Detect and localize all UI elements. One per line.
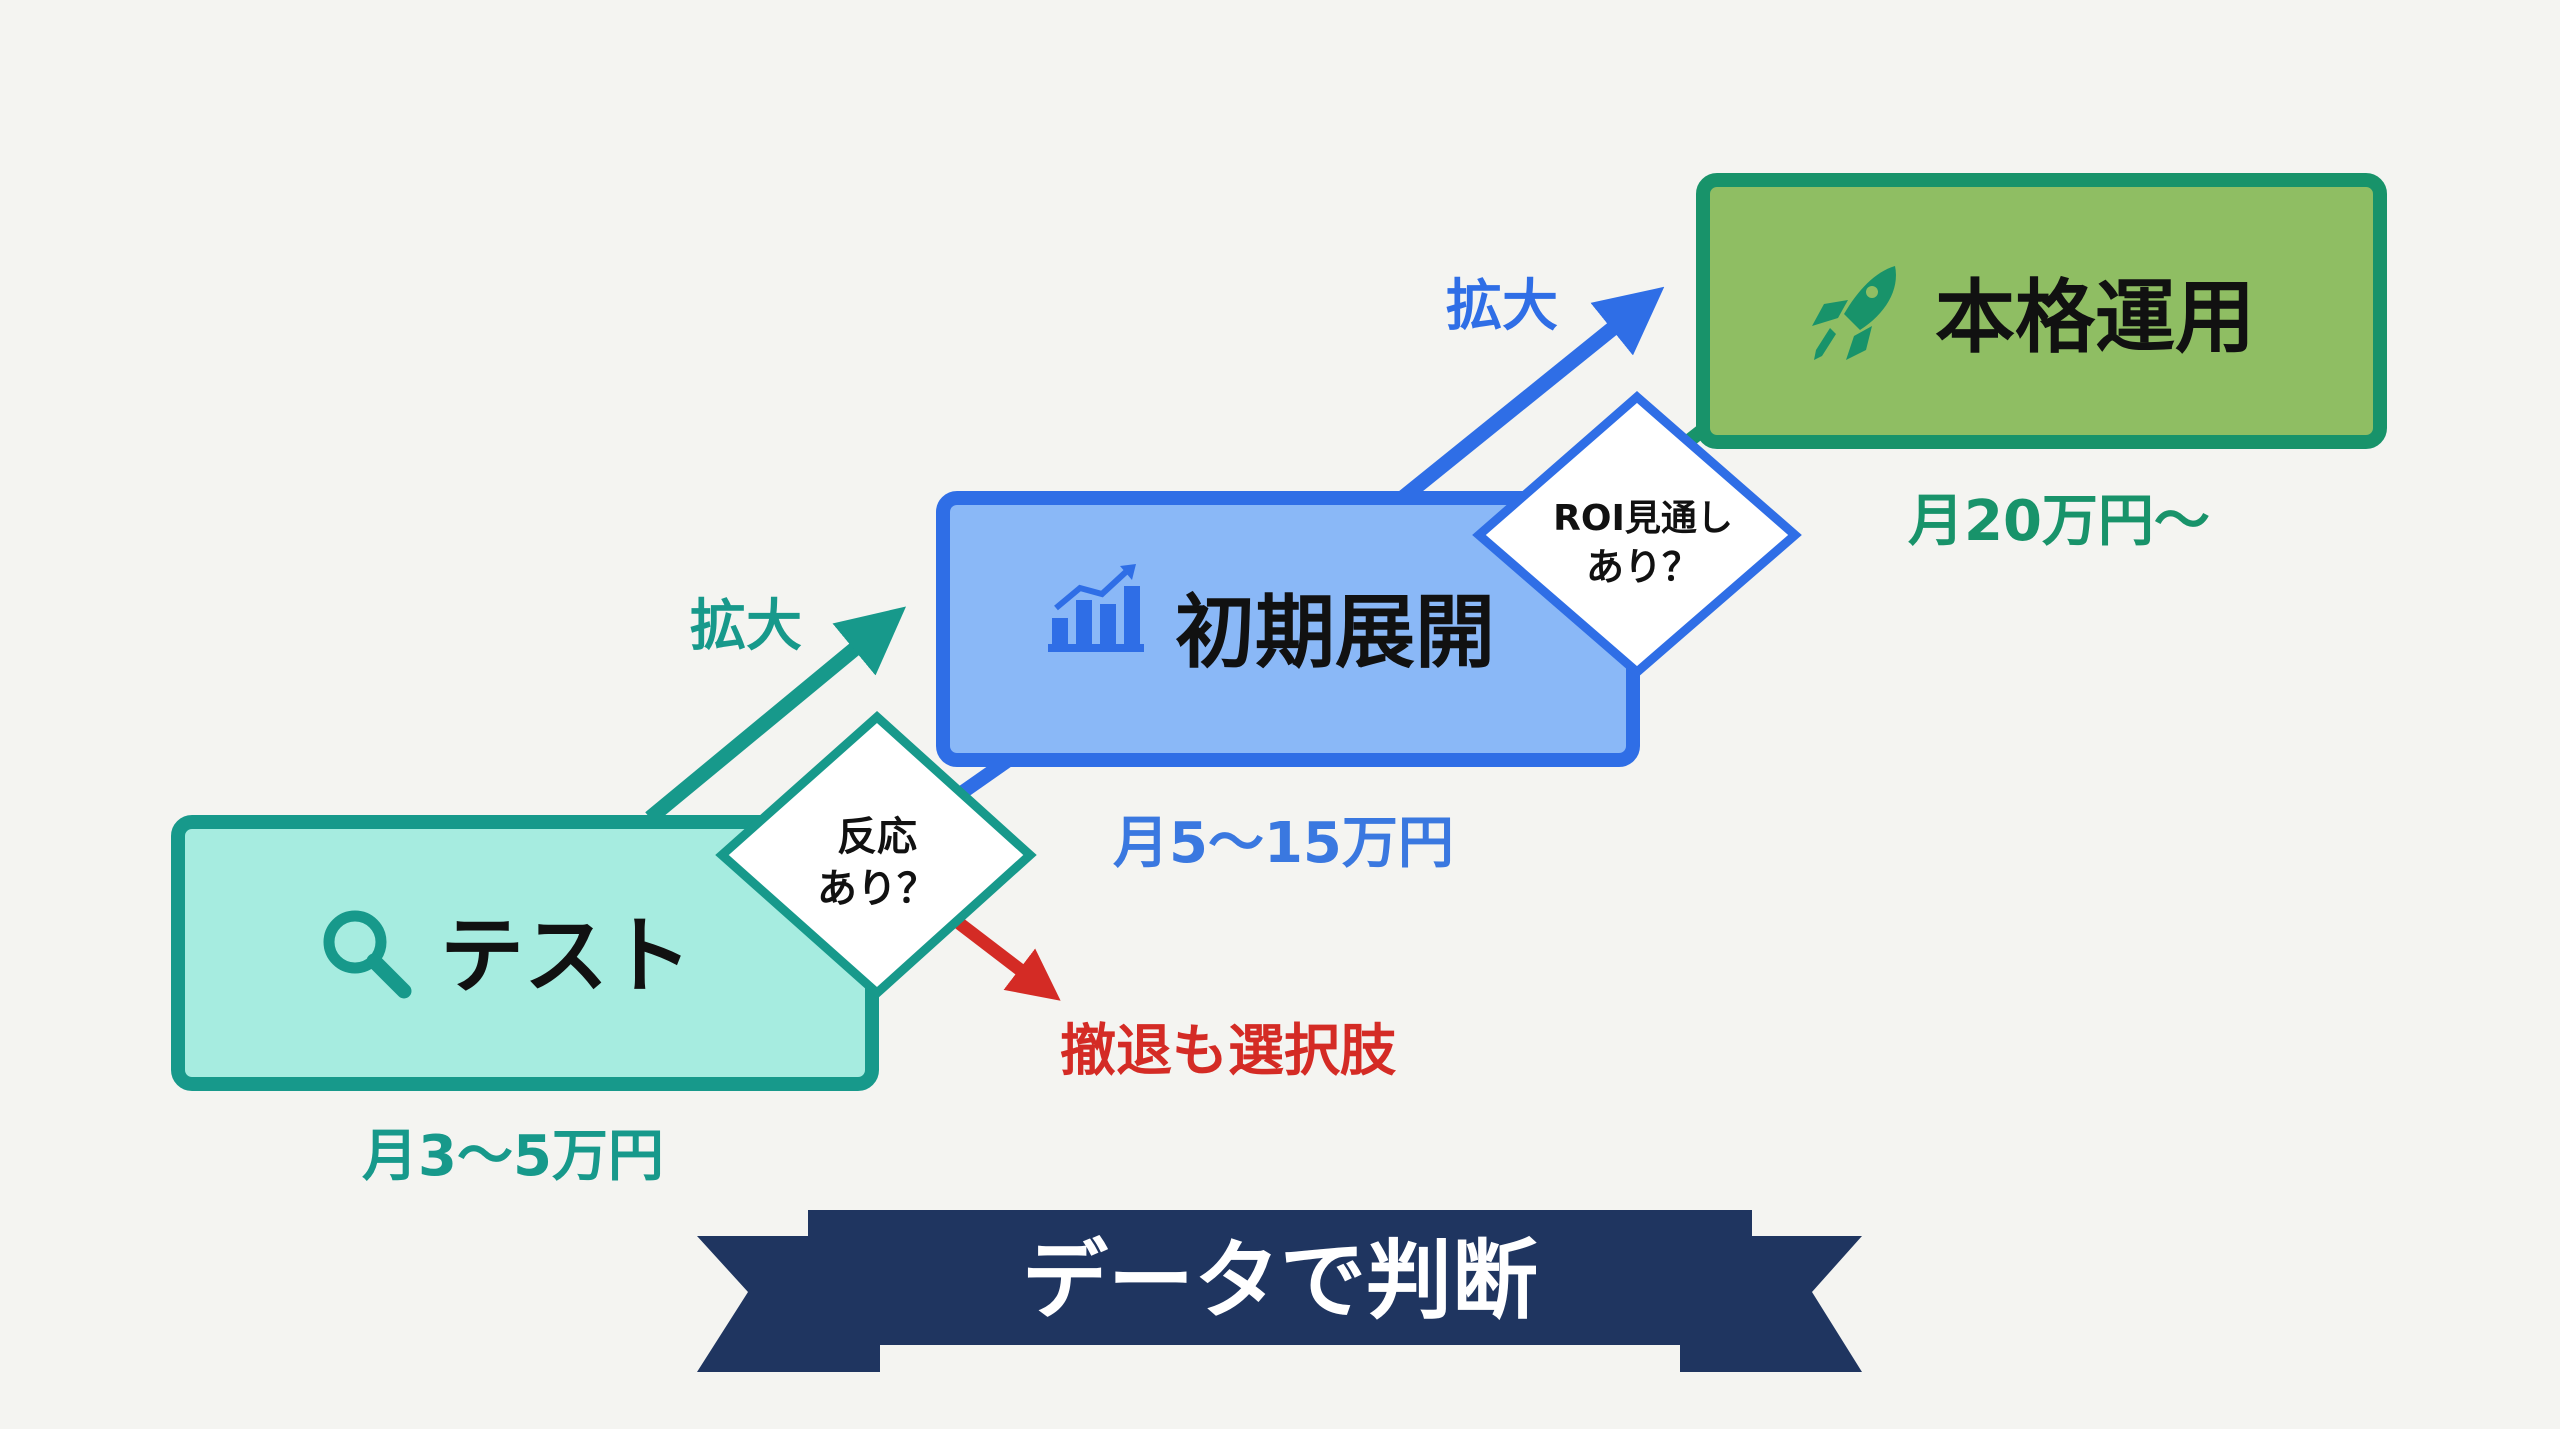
stage-test-cost: 月3〜5万円 <box>362 1124 664 1189</box>
decision-roi-line2: あり？ <box>1586 545 1700 589</box>
conclusion-banner: データで判断 <box>697 1210 1862 1372</box>
decision-roi-diamond <box>1472 391 1802 678</box>
rocket-icon <box>1812 266 1896 360</box>
withdraw-label: 撤退も選択肢 <box>1060 1019 1397 1084</box>
decision-response: 反応 あり？ <box>715 710 1037 1000</box>
stage-test-label: テスト <box>440 907 692 1005</box>
withdraw-arrow <box>951 914 1061 1001</box>
decision-response-line1: 反応 <box>837 814 917 860</box>
decision-roi-line1: ROI見通し <box>1553 498 1733 539</box>
expand-label-2: 拡大 <box>1446 274 1558 339</box>
decision-roi: ROI見通し あり？ <box>1472 391 1802 678</box>
expand-label-1: 拡大 <box>690 594 802 659</box>
expand-arrow-2 <box>1395 286 1665 506</box>
decision-response-diamond <box>715 710 1037 1000</box>
stage-initial-rollout-cost: 月5〜15万円 <box>1113 811 1454 876</box>
stage-full-operation-label: 本格運用 <box>1935 271 2255 364</box>
stage-initial-rollout-label: 初期展開 <box>1175 586 1495 679</box>
stage-full-operation: 本格運用 月20万円〜 <box>1696 173 2387 554</box>
decision-response-line2: あり？ <box>817 866 937 912</box>
banner-ribbon <box>697 1210 1862 1372</box>
expand-arrow-1 <box>645 606 907 824</box>
magnifier-icon <box>323 910 412 999</box>
stage-test: テスト 月3〜5万円 <box>171 815 879 1189</box>
banner-label: データで判断 <box>1022 1231 1538 1331</box>
stage-full-operation-box <box>1696 173 2387 449</box>
bar-chart-icon <box>1048 564 1144 652</box>
stage-full-operation-cost: 月20万円〜 <box>1908 489 2210 554</box>
